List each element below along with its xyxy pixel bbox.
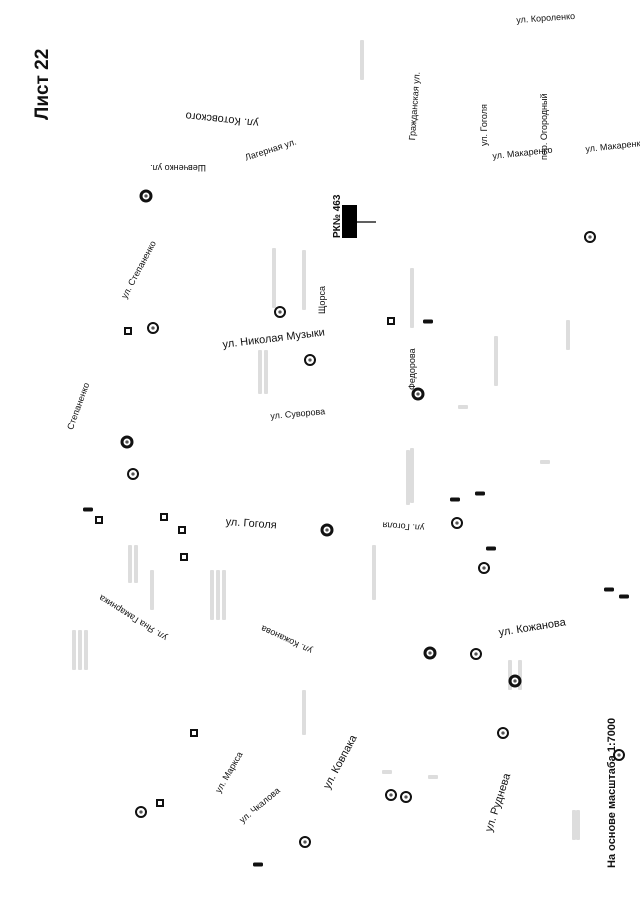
stop-marker bbox=[497, 727, 509, 739]
sign-marker bbox=[423, 319, 433, 323]
scale-note: На основе масштаба 1:7000 bbox=[606, 717, 618, 868]
illegible-label bbox=[302, 250, 306, 310]
illegible-label bbox=[84, 630, 88, 670]
sign-marker bbox=[253, 862, 263, 866]
stop-marker bbox=[274, 306, 286, 318]
bus-stop-marker bbox=[139, 189, 153, 203]
illegible-label bbox=[264, 350, 268, 394]
street-label-gogolya-vert: ул. Гоголя bbox=[479, 104, 489, 146]
stop-marker bbox=[613, 749, 625, 761]
kiosk-marker bbox=[178, 526, 186, 534]
bus-stop-marker bbox=[120, 435, 134, 449]
kiosk-marker bbox=[190, 729, 198, 737]
illegible-label bbox=[216, 570, 220, 620]
kiosk-marker bbox=[180, 553, 188, 561]
illegible-label bbox=[410, 268, 414, 328]
street-label-gogolya-right: ул. Гоголя bbox=[382, 520, 425, 533]
stop-marker bbox=[299, 836, 311, 848]
illegible-label bbox=[360, 40, 364, 80]
illegible-label bbox=[72, 630, 76, 670]
illegible-label bbox=[518, 660, 522, 690]
illegible-label bbox=[540, 460, 550, 464]
street-label-fedorova: Федорова bbox=[407, 348, 417, 390]
stop-marker bbox=[135, 806, 147, 818]
illegible-label bbox=[372, 545, 376, 600]
illegible-label bbox=[576, 810, 580, 840]
bus-stop-marker bbox=[411, 387, 425, 401]
bus-stop-marker bbox=[423, 646, 437, 660]
street-label-shevchenko: Шевченко ул. bbox=[150, 163, 206, 173]
kiosk-marker bbox=[160, 513, 168, 521]
illegible-label bbox=[78, 630, 82, 670]
illegible-label bbox=[494, 336, 498, 386]
illegible-label bbox=[150, 570, 154, 610]
bus-stop-marker bbox=[508, 674, 522, 688]
illegible-label bbox=[566, 320, 570, 350]
illegible-label bbox=[458, 405, 468, 409]
sign-marker bbox=[83, 507, 93, 511]
rk-label: РК№ 463 bbox=[332, 194, 343, 238]
illegible-label bbox=[508, 660, 512, 690]
sign-marker bbox=[486, 546, 496, 550]
sheet-title: Лист 22 bbox=[32, 48, 53, 120]
illegible-label bbox=[406, 450, 410, 505]
illegible-label bbox=[134, 545, 138, 583]
sign-marker bbox=[604, 587, 614, 591]
stop-marker bbox=[385, 789, 397, 801]
sign-marker bbox=[619, 594, 629, 598]
illegible-label bbox=[410, 448, 414, 503]
stop-marker bbox=[304, 354, 316, 366]
illegible-label bbox=[128, 545, 132, 583]
sign-marker bbox=[475, 491, 485, 495]
street-label-shchorsa: Щорса bbox=[317, 286, 327, 314]
sign-marker bbox=[450, 497, 460, 501]
rk-marker-block bbox=[342, 205, 357, 238]
kiosk-marker bbox=[95, 516, 103, 524]
stop-marker bbox=[470, 648, 482, 660]
illegible-label bbox=[222, 570, 226, 620]
bus-stop-marker bbox=[320, 523, 334, 537]
illegible-label bbox=[210, 570, 214, 620]
kiosk-marker bbox=[156, 799, 164, 807]
street-label-pereulok: пер. Огородный bbox=[539, 93, 549, 160]
stop-marker bbox=[451, 517, 463, 529]
stop-marker bbox=[147, 322, 159, 334]
illegible-label bbox=[272, 248, 276, 308]
illegible-label bbox=[302, 690, 306, 735]
illegible-label bbox=[572, 810, 576, 840]
illegible-label bbox=[258, 350, 262, 394]
stop-marker bbox=[478, 562, 490, 574]
stop-marker bbox=[400, 791, 412, 803]
illegible-label bbox=[382, 770, 392, 774]
kiosk-marker bbox=[124, 327, 132, 335]
kiosk-marker bbox=[387, 317, 395, 325]
stop-marker bbox=[584, 231, 596, 243]
illegible-label bbox=[428, 775, 438, 779]
stop-marker bbox=[127, 468, 139, 480]
